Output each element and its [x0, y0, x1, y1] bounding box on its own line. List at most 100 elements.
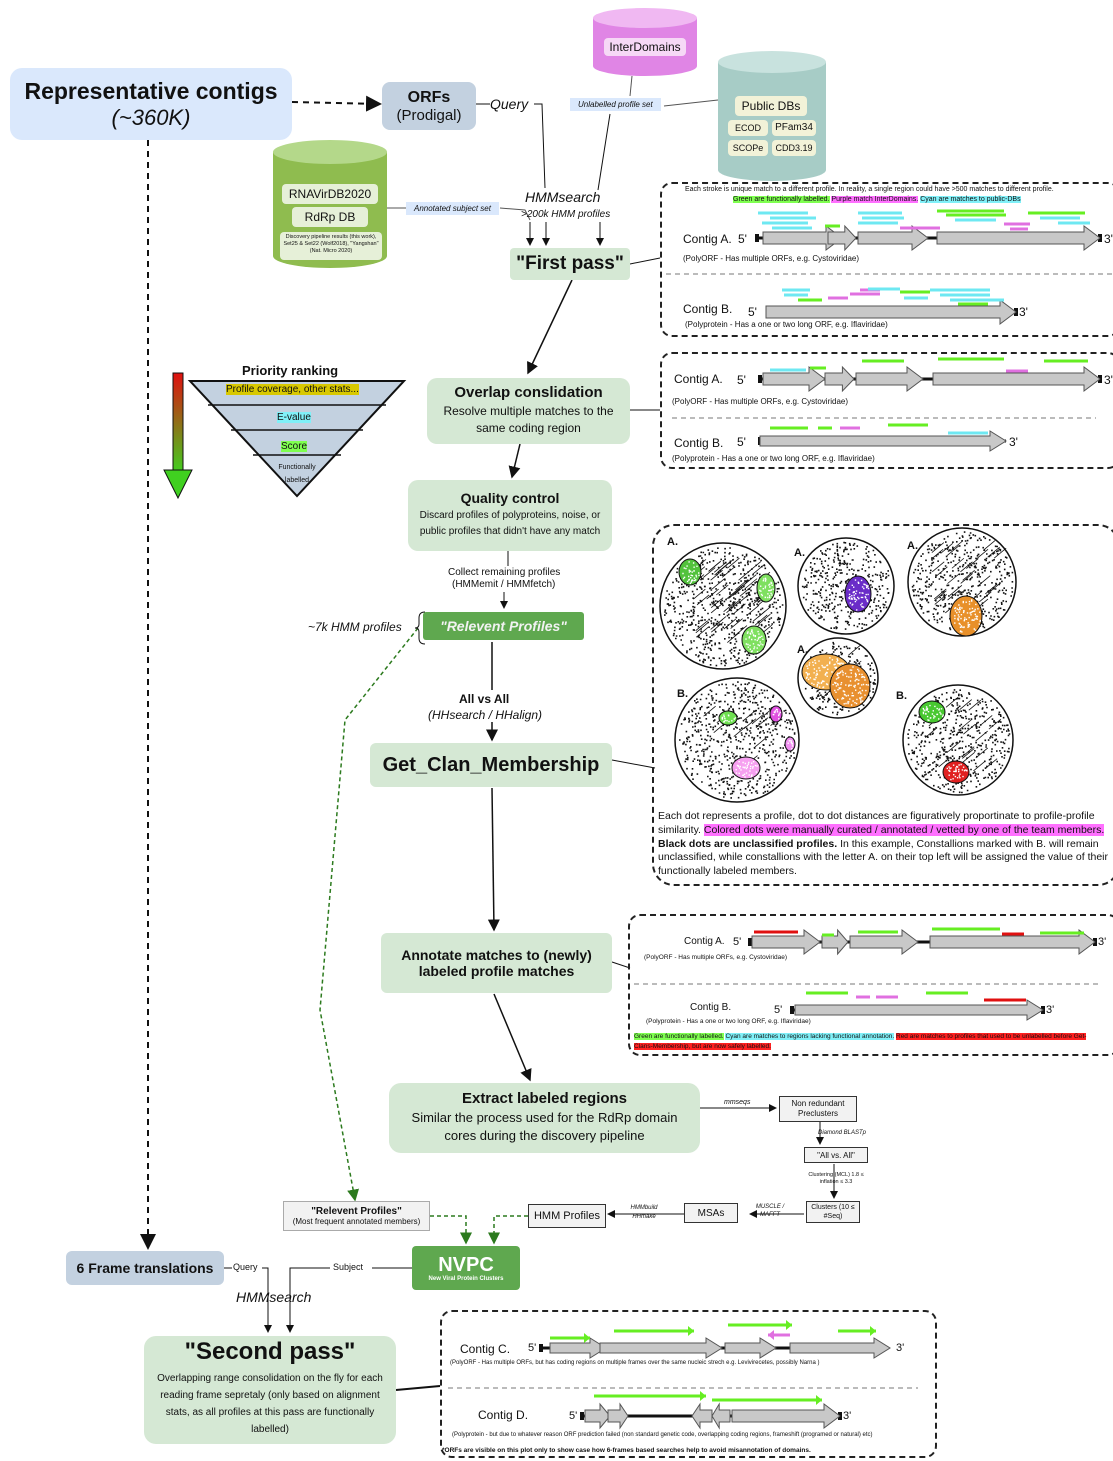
p1-legend-purple: Purple match InterDomains.	[831, 196, 919, 203]
orf-arrow	[855, 366, 924, 392]
dot-hatch	[993, 547, 1007, 559]
dot-hatch	[753, 610, 766, 622]
p5-five-d: 5'	[569, 1410, 578, 1422]
orf-arrow	[929, 929, 1096, 955]
clan-a-3: A.	[907, 540, 918, 552]
dot-hatch	[730, 585, 744, 596]
dot-hatch	[962, 570, 975, 581]
nonredundant-node: Non redundant Preclusters	[779, 1096, 857, 1122]
dot-hatch	[987, 582, 1001, 594]
orfs-node: ORFs (Prodigal)	[382, 82, 476, 130]
dot-hatch	[975, 747, 989, 759]
orf-arrow	[762, 366, 826, 392]
p4-contig-b: Contig B.	[690, 1002, 732, 1013]
annotated-dot-group	[769, 705, 783, 723]
orf-arrow	[794, 999, 1044, 1021]
p1-contig-b: Contig B.	[683, 302, 733, 316]
public-dbs-label: Public DBs	[735, 96, 807, 116]
qc-desc: Discard profiles of polyproteins, noise,…	[419, 509, 601, 537]
p2-contig-a: Contig A.	[674, 372, 723, 386]
match-arrowhead	[870, 1326, 876, 1336]
interdomains-label: InterDomains	[604, 38, 686, 56]
second-pass-title: "Second pass"	[184, 1338, 356, 1365]
p5-note: *ORFs are visible on this plot only to s…	[442, 1447, 811, 1454]
allvsall2-node: "All vs. All"	[804, 1147, 868, 1163]
muscle-label: MUSCLE / MAFFT	[755, 1204, 785, 1218]
second-pass-desc: Overlapping range consolidation on the f…	[157, 1373, 383, 1435]
dot-hatch	[988, 718, 1002, 730]
nonredundant-label: Non redundant Preclusters	[791, 1099, 845, 1118]
orf-arrow	[599, 1337, 723, 1359]
dot-hatch	[713, 561, 727, 573]
dot-hatch	[934, 590, 947, 602]
dot-hatch	[748, 561, 762, 572]
orf-arrow	[789, 1337, 891, 1359]
second-pass-panel	[440, 1310, 937, 1458]
scope-label: SCOPe	[728, 140, 768, 156]
orf-arrow	[827, 224, 857, 252]
genome-end	[790, 1006, 794, 1014]
clan-membership-node: Get_Clan_Membership	[370, 743, 612, 787]
genome-end	[758, 375, 762, 383]
orfs-title: ORFs	[407, 88, 451, 106]
dot-hatch	[987, 546, 1000, 558]
dot-hatch	[728, 588, 741, 599]
first-pass-panel	[660, 182, 1113, 337]
rdrp-db-label: RdRp DB	[292, 207, 368, 227]
p2-contig-b-desc: (Polyprotein - Has a one or two long ORF…	[672, 454, 875, 463]
dot-hatch	[973, 760, 986, 772]
dot-hatch	[931, 561, 945, 573]
p4-contig-a-desc: (PolyORF - Has multiple ORFs, e.g. Cysto…	[644, 954, 788, 961]
dot-hatch	[934, 594, 948, 605]
dot-hatch	[711, 578, 725, 590]
cdd-label: CDD3.19	[772, 140, 816, 156]
orf-arrow	[724, 1337, 777, 1359]
nvpc-node: NVPC New Viral Protein Clusters	[412, 1246, 520, 1290]
annotate-node: Annotate matches to (newly) labeled prof…	[381, 933, 612, 993]
dot-hatch	[754, 614, 768, 626]
dot-hatch	[961, 746, 975, 757]
p1-contig-b-desc: (Polyprotein - Has a one or two long ORF…	[685, 320, 888, 329]
p1-legend-green: Green are functionally labelled.	[733, 196, 830, 203]
clusters-node: Clusters (10 ≤ #Seq)	[806, 1201, 860, 1223]
clan-a-2: A.	[794, 547, 805, 559]
dot-hatch	[962, 748, 975, 759]
dot-hatch	[703, 705, 716, 717]
dot-hatch	[693, 588, 706, 600]
allvsall-tools: (HHsearch / HHalign)	[428, 708, 543, 722]
quality-control-node: Quality control Discard profiles of poly…	[408, 480, 612, 551]
six-frame-title: 6 Frame translations	[76, 1260, 214, 1276]
dot-hatch	[739, 585, 753, 597]
priority-title: Priority ranking	[242, 363, 339, 378]
dot-hatch	[723, 601, 736, 612]
p5-contig-d: Contig D.	[478, 1408, 529, 1422]
annotated-dots	[848, 579, 870, 611]
ecod-label: ECOD	[728, 120, 768, 136]
profile-dots	[679, 681, 796, 799]
dot-hatch	[947, 573, 960, 584]
dot-hatch	[935, 566, 948, 578]
annotated-dots	[946, 763, 968, 781]
dot-hatch	[966, 558, 979, 569]
p5-contig-c-desc: (PolyORF - Has multiple ORFs, but has co…	[450, 1360, 820, 1366]
clan-black: Black dots are unclassified profiles.	[658, 837, 838, 850]
dot-hatch	[946, 545, 960, 556]
dot-hatch	[758, 613, 771, 625]
annotated-dots	[805, 657, 850, 689]
p2-three-a: 3'	[1104, 373, 1113, 387]
p4-five-a: 5'	[733, 936, 742, 948]
genome-end	[748, 938, 752, 946]
dot-field	[907, 689, 1011, 794]
rnavirdb-label: RNAVirDB2020	[282, 184, 378, 204]
dot-hatch	[940, 542, 954, 554]
p1-three-a: 3'	[1104, 232, 1113, 246]
clustering-label: Clustering (MCL) 1.8 ≤ inflation ≤ 3.3	[808, 1172, 864, 1185]
dot-hatch	[938, 756, 951, 768]
clan-colored: Colored dots were manually curated / ann…	[703, 823, 1105, 836]
match-arrowhead	[688, 1326, 694, 1336]
dot-hatch	[743, 709, 757, 721]
orf-arrow	[849, 929, 919, 955]
p1-five-b: 5'	[748, 305, 757, 319]
dot-hatch	[726, 602, 739, 614]
msas-node: MSAs	[684, 1203, 738, 1223]
